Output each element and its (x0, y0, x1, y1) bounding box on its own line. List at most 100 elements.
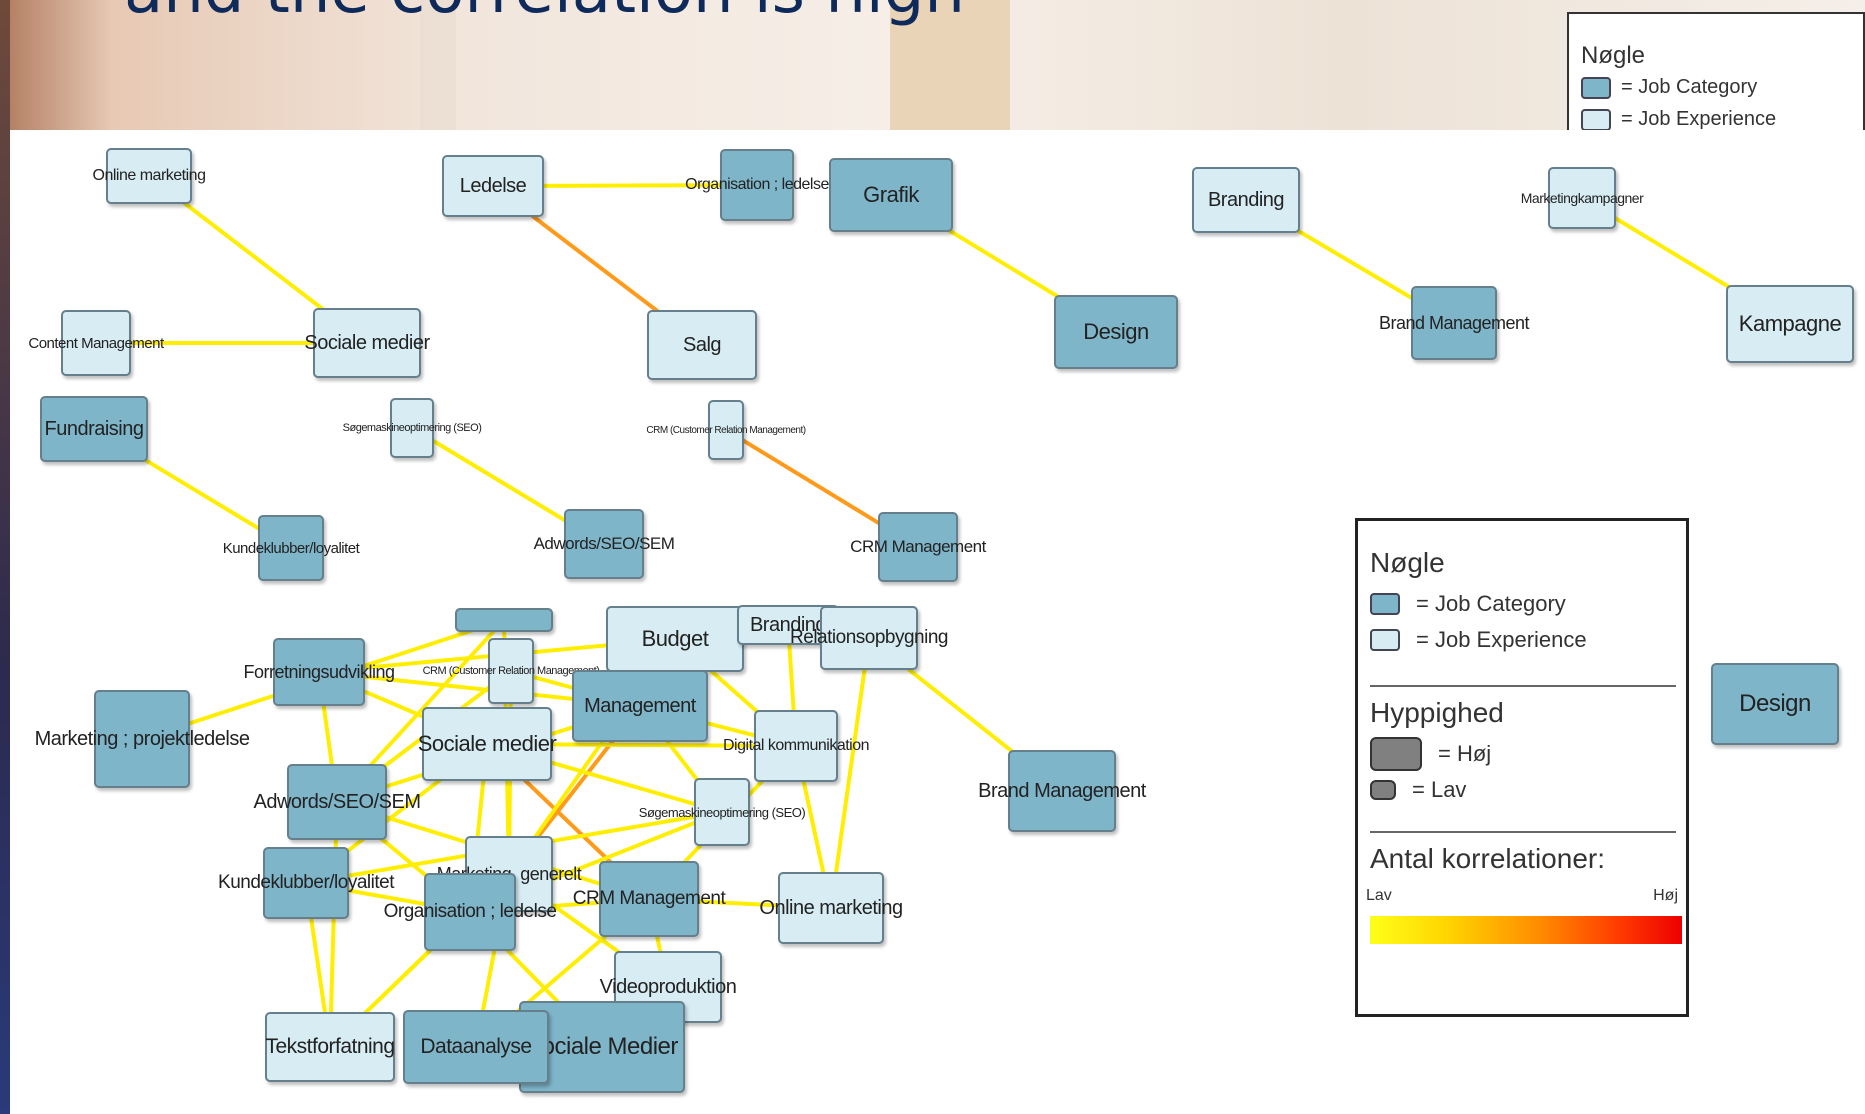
node-label: Online marketing (92, 167, 206, 184)
node-label: Design (1083, 319, 1149, 344)
node-c8[interactable]: Marketing ; projektledelse (35, 690, 250, 788)
node-label: Ledelse (459, 174, 527, 197)
node-label: Content Management (28, 334, 164, 352)
node-n5[interactable]: Branding (1192, 167, 1300, 233)
node-n10[interactable]: Design (1054, 295, 1178, 369)
slide-heading: and the correlation is high (124, 0, 965, 28)
node-c21[interactable]: Tekstforfatning (265, 1012, 395, 1082)
legend-divider (1370, 685, 1676, 687)
node-n14[interactable]: Søgemaskineoptimering (SEO) (343, 398, 482, 458)
node-c23[interactable]: Design (1711, 663, 1839, 745)
node-n11[interactable]: Brand Management (1379, 286, 1530, 360)
legend-title: Nøgle (1370, 547, 1445, 578)
legend-row-category: = Job Category (1370, 591, 1566, 617)
node-label: Sociale medier (417, 731, 557, 756)
node-n12[interactable]: Kampagne (1726, 285, 1854, 363)
node-c16[interactable]: CRM Management (573, 861, 726, 937)
legend-label: = Job Category (1416, 591, 1566, 616)
node-n6[interactable]: Marketingkampagner (1521, 167, 1644, 229)
legend-label: = Lav (1412, 777, 1467, 802)
frequency-title: Hyppighed (1370, 697, 1504, 728)
node-c10[interactable]: Digital kommunikation (723, 710, 870, 782)
node-n2[interactable]: Ledelse (442, 155, 544, 217)
node-label: CRM Management (850, 537, 986, 556)
node-c14[interactable]: Brand Management (978, 750, 1146, 832)
node-c1[interactable] (455, 608, 553, 632)
background-edge (0, 0, 10, 1114)
node-c11[interactable]: Adwords/SEO/SEM (254, 764, 421, 840)
scale-high-label: Høj (1653, 887, 1678, 904)
node-label: CRM Management (572, 888, 726, 909)
node-label: Budget (641, 626, 709, 651)
high-frequency-swatch (1370, 737, 1422, 771)
node-label: Relationsopbygning (790, 627, 948, 648)
low-frequency-swatch (1370, 780, 1396, 800)
legend-row-high: = Høj (1370, 737, 1491, 771)
scale-low-label: Lav (1366, 887, 1392, 904)
node-label: Kundeklubber/loyalitet (222, 539, 360, 557)
node-n7[interactable]: Content Management (28, 310, 164, 376)
legend-title: Nøgle (1581, 42, 1646, 69)
node-c18[interactable]: Online marketing (759, 872, 903, 944)
background-window-pane (890, 0, 1010, 130)
legend-box: Nøgle = Job Category = Job Experience Hy… (1355, 518, 1689, 1017)
legend-label: = Høj (1438, 741, 1492, 766)
node-label: Adwords/SEO/SEM (533, 534, 675, 553)
node-n15[interactable]: CRM (Customer Relation Management) (646, 400, 806, 460)
node-label: Management (584, 694, 696, 717)
legend-row-experience: = Job Experience (1370, 627, 1587, 653)
node-label: Brand Management (978, 779, 1146, 802)
node-c15[interactable]: Kundeklubber/loyalitet (218, 847, 394, 919)
node-c9[interactable]: Sociale medier (418, 707, 557, 781)
node-label: Tekstforfatning (265, 1035, 395, 1058)
edge-c11-c21 (328, 800, 339, 1049)
node-label: Sociale medier (304, 331, 430, 354)
node-label: Kundeklubber/loyalitet (218, 872, 394, 893)
node-n9[interactable]: Salg (647, 310, 757, 380)
node-c5[interactable]: Forretningsudvikling (243, 638, 395, 706)
node-label: Fundraising (44, 417, 144, 440)
legend-row-experience: = Job Experience (1581, 108, 1776, 130)
legend-row-category: = Job Category (1581, 76, 1757, 99)
node-n17[interactable]: Adwords/SEO/SEM (534, 509, 675, 579)
node-label: Dataanalyse (420, 1035, 532, 1058)
node-n18[interactable]: CRM Management (850, 512, 986, 582)
node-label: Marketingkampagner (1520, 190, 1644, 206)
node-c7[interactable]: Management (572, 670, 708, 742)
node-label: Kampagne (1738, 311, 1842, 336)
node-n16[interactable]: Kundeklubber/loyalitet (223, 515, 360, 581)
node-n4[interactable]: Grafik (829, 158, 953, 232)
node-c4[interactable]: Relationsopbygning (790, 606, 948, 670)
node-label: Branding (749, 613, 827, 636)
legend-row-low: = Lav (1370, 777, 1466, 803)
node-c6[interactable]: CRM (Customer Relation Management) (423, 638, 600, 704)
node-label: Online marketing (759, 896, 903, 919)
node-c22[interactable]: Dataanalyse (403, 1010, 549, 1084)
node-label: Brand Management (1378, 312, 1530, 333)
legend-label: = Job Experience (1621, 108, 1777, 130)
node-label: Søgemaskineoptimering (SEO) (342, 422, 482, 434)
node-c2[interactable]: Budget (606, 606, 744, 672)
correlations-title: Antal korrelationer: (1370, 843, 1606, 874)
correlation-gradient-bar (1370, 916, 1682, 944)
edge-c4-c18 (829, 636, 871, 910)
node-label: Salg (682, 333, 722, 356)
legend-top-partial: Nøgle = Job Category = Job Experience (1567, 12, 1865, 130)
node-n13[interactable]: Fundraising (40, 396, 148, 462)
node-c17[interactable]: Organisation ; ledelse (384, 873, 557, 951)
node-n8[interactable]: Sociale medier (304, 308, 430, 378)
node-n1[interactable]: Online marketing (93, 148, 206, 204)
node-c12[interactable]: Søgemaskineoptimering (SEO) (639, 778, 806, 846)
node-label: Design (1739, 690, 1811, 717)
job-category-swatch (1370, 593, 1400, 615)
node-label: Grafik (863, 182, 919, 207)
job-category-swatch (1581, 76, 1611, 99)
node-n3[interactable]: Organisation ; ledelse (685, 149, 829, 221)
node-label: Sociale Medier (526, 1033, 678, 1060)
node-label: Søgemaskineoptimering (SEO) (638, 804, 806, 820)
node-label: Adwords/SEO/SEM (253, 790, 422, 813)
node-label: Forretningsudvikling (243, 661, 395, 682)
node-label: Organisation ; ledelse (383, 901, 557, 922)
legend-label: = Job Category (1621, 76, 1758, 98)
node-label: Organisation ; ledelse (685, 176, 829, 193)
